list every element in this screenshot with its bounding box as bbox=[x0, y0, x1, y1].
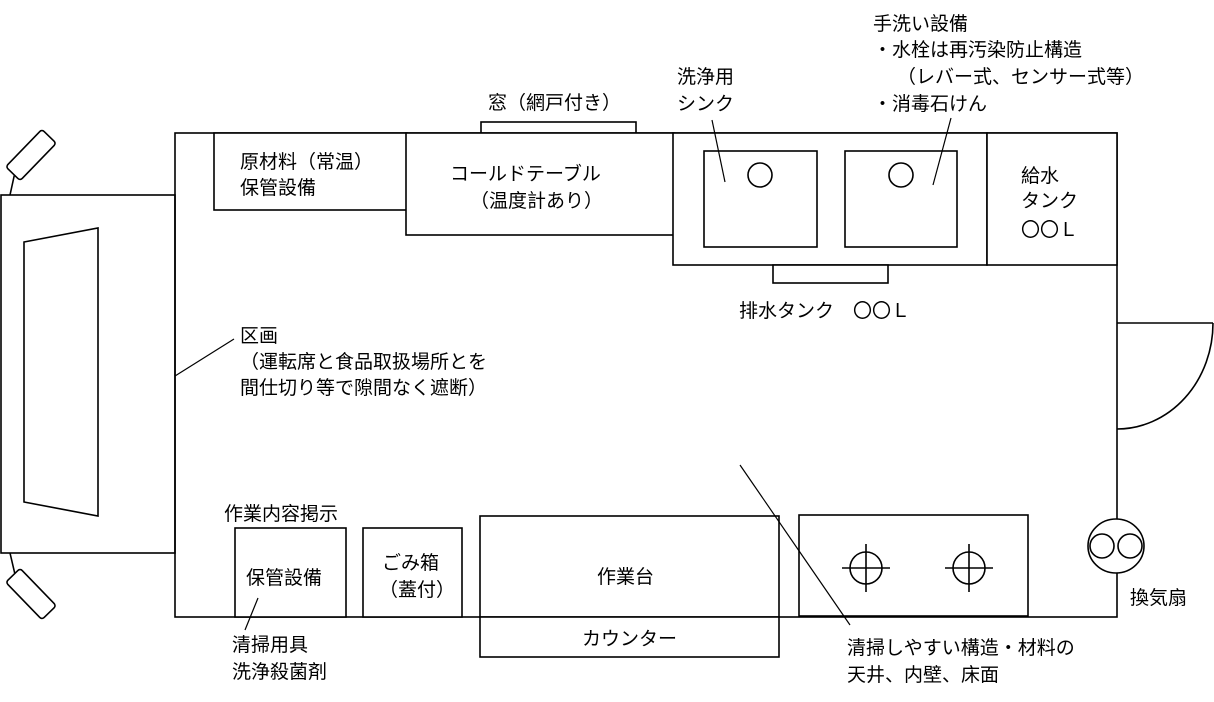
leader-line-handwash bbox=[932, 117, 952, 186]
counter bbox=[479, 616, 780, 658]
trash-bin bbox=[362, 527, 463, 618]
sink-label: シンク bbox=[677, 93, 734, 115]
cold-table-label: （温度計あり） bbox=[470, 190, 603, 212]
door bbox=[1116, 322, 1214, 430]
partition-label: （運転席と食品取扱場所とを bbox=[240, 351, 487, 373]
trash-label: （蓋付） bbox=[379, 579, 455, 601]
sink-label: 洗浄用 bbox=[677, 66, 734, 88]
mirror-top bbox=[6, 129, 56, 196]
leader-line-sink bbox=[711, 119, 726, 183]
window-label: 窓（網戸付き） bbox=[488, 92, 621, 114]
window bbox=[480, 121, 637, 134]
storage-label: 保管設備 bbox=[246, 567, 322, 589]
materials-label: 天井、内壁、床面 bbox=[847, 664, 999, 686]
mirror-bottom bbox=[6, 552, 56, 620]
work-notice-label: 作業内容掲示 bbox=[224, 503, 338, 525]
stove bbox=[798, 514, 1029, 617]
partition-label: 間仕切り等で隙間なく遮断） bbox=[240, 377, 487, 399]
drain-tank-label: 排水タンク 〇〇Ｌ bbox=[739, 300, 910, 322]
handwash-note-faucet: ・水栓は再汚染防止構造 bbox=[873, 39, 1082, 61]
leader-line-partition bbox=[174, 338, 235, 377]
drain-tank bbox=[772, 264, 889, 284]
counter-label: カウンター bbox=[582, 628, 677, 650]
water-tank-capacity: 〇〇Ｌ bbox=[1021, 219, 1078, 241]
cold-table bbox=[405, 132, 675, 236]
cleaning-tools-label: 清掃用具 bbox=[232, 634, 308, 656]
ventilation-fan-icon bbox=[1087, 518, 1145, 574]
work-table bbox=[479, 515, 780, 618]
raw-storage-label: 原材料（常温） bbox=[240, 151, 373, 173]
fan-label: 換気扇 bbox=[1130, 587, 1187, 609]
worktable-label: 作業台 bbox=[597, 566, 654, 588]
water-tank-label: タンク bbox=[1021, 190, 1078, 212]
handwash-annotation: 手洗い設備 ・水栓は再汚染防止構造 （レバー式、センサー式等） ・消毒石けん bbox=[873, 13, 1144, 115]
trash-label: ごみ箱 bbox=[382, 552, 439, 574]
handwash-sink-drain bbox=[888, 162, 914, 188]
water-tank-label: 給水 bbox=[1021, 165, 1059, 187]
burner-icon bbox=[842, 544, 890, 592]
handwash-note-faucet-types: （レバー式、センサー式等） bbox=[897, 66, 1144, 88]
cleaning-tools-label: 洗浄殺菌剤 bbox=[232, 661, 327, 683]
handwash-sink-basin bbox=[844, 150, 958, 248]
handwash-note-soap: ・消毒石けん bbox=[873, 93, 987, 115]
partition-label: 区画 bbox=[240, 325, 278, 347]
water-supply-tank bbox=[986, 132, 1118, 266]
cold-table-label: コールドテーブル bbox=[450, 162, 601, 185]
handwash-title: 手洗い設備 bbox=[873, 13, 968, 35]
washing-sink-basin bbox=[703, 150, 818, 248]
raw-material-storage bbox=[213, 132, 408, 211]
driver-cab bbox=[0, 129, 176, 620]
materials-label: 清掃しやすい構造・材料の bbox=[847, 637, 1075, 659]
storage-cabinet bbox=[234, 527, 347, 618]
raw-storage-label: 保管設備 bbox=[240, 177, 316, 199]
leader-line-cleaning-tools bbox=[244, 597, 259, 631]
sink-unit bbox=[672, 132, 988, 266]
washing-sink-drain bbox=[747, 162, 773, 188]
burner-icon bbox=[945, 544, 993, 592]
leader-line-materials bbox=[739, 464, 851, 626]
